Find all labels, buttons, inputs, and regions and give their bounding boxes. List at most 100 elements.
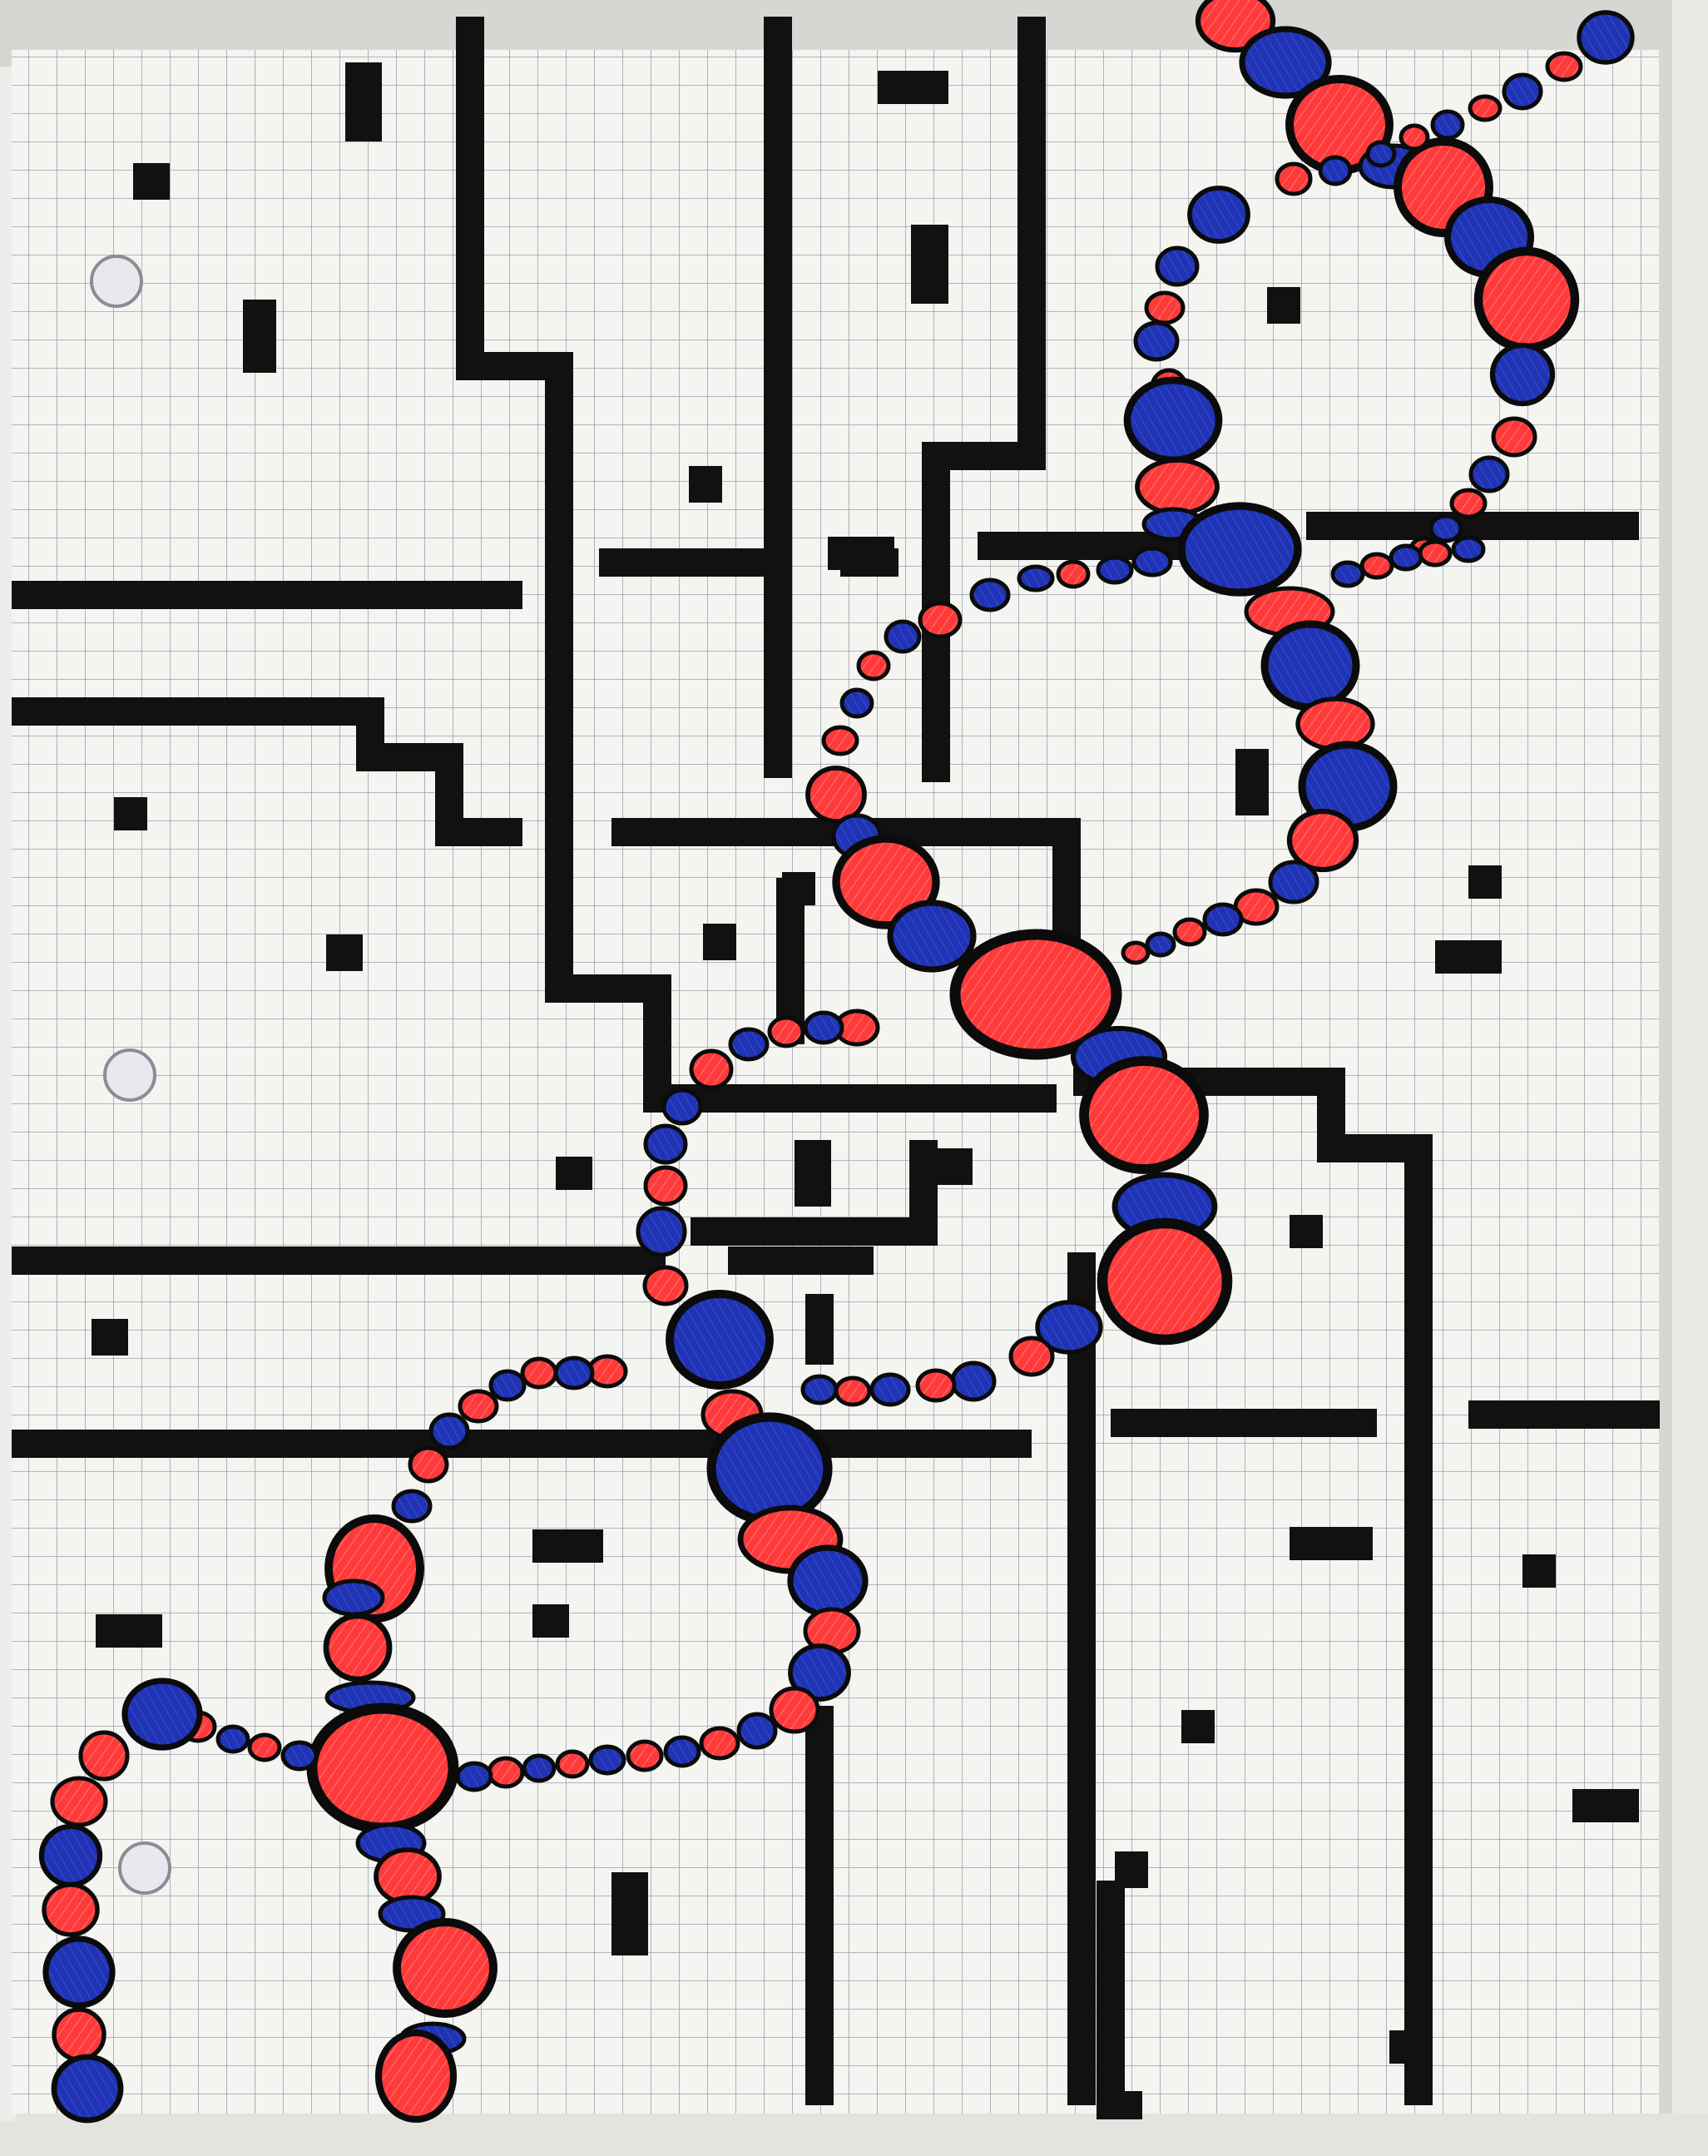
ink-square [556,1157,592,1190]
red-bead [247,1732,282,1762]
red-bead [805,766,867,824]
blue-bead [1428,513,1463,543]
blue-bead [800,1374,839,1405]
red-bead [1275,161,1313,196]
red-bead [1144,290,1186,325]
blue-bead [663,1735,701,1768]
red-bead [949,929,1122,1060]
red-bead [1286,808,1359,873]
red-bead [323,1613,393,1683]
red-bead [520,1356,558,1390]
blue-bead [666,1290,774,1390]
ink-square [1267,287,1300,324]
red-bead [699,1726,740,1761]
red-bead [834,1375,872,1407]
blue-bead [969,577,1011,612]
ink-square [96,1614,162,1648]
ink-square [1290,1215,1323,1248]
ink-staircase-line [456,17,1057,1113]
ink-square [1181,1710,1215,1743]
ink-vertical-line [1097,1881,1142,2119]
red-bead [374,2029,458,2124]
blue-bead [661,1088,703,1126]
red-bead [78,1730,130,1782]
blue-bead [1489,342,1556,407]
blue-bead [736,1712,778,1750]
blue-bead [522,1753,557,1783]
blue-bead [280,1740,319,1772]
bead-chain [38,0,1635,2124]
red-bead [1545,51,1583,82]
ink-square [1115,1851,1148,1888]
ink-square [532,1529,603,1563]
blue-bead [1365,140,1397,168]
red-bead [1418,539,1453,567]
blue-bead [643,1123,688,1165]
punched-hole [103,1048,156,1102]
ink-square [345,62,382,141]
red-bead [1097,1217,1233,1346]
ink-square [878,71,948,104]
red-bead [918,601,963,639]
blue-bead [1202,902,1244,937]
black-maze-pattern [12,17,1660,2119]
red-bead [626,1739,664,1772]
ink-square [114,797,147,830]
blue-bead [391,1489,433,1524]
blue-bead [1260,620,1360,711]
red-bead [1172,917,1207,947]
blue-bead [38,1823,103,1888]
red-bead [1468,94,1503,122]
red-bead [1121,940,1151,965]
blue-bead [588,1744,626,1776]
ink-square [1522,1554,1556,1588]
blue-bead [1145,931,1176,958]
red-bead [856,650,891,681]
ink-square [1572,1789,1639,1822]
red-bead [1359,552,1394,580]
red-bead [1135,458,1220,516]
blue-bead [1096,555,1134,585]
blue-bead [1035,1300,1103,1355]
bottom-sheet-edge [0,2114,1708,2156]
blue-bead [1389,543,1423,572]
blue-bead [1318,155,1353,186]
blue-bead [51,2054,124,2124]
punched-holes [90,255,171,1895]
red-bead [643,1165,688,1207]
red-bead [408,1445,449,1484]
ink-square [1468,865,1502,899]
blue-bead [42,1935,116,2009]
red-bead [42,1882,100,1937]
ink-square [782,872,815,905]
ink-square [911,225,948,304]
punched-hole [90,255,143,308]
red-bead [52,2007,106,2062]
red-bead [587,1354,628,1389]
red-bead [1473,246,1580,353]
blue-bead [488,1369,527,1402]
graph-paper [12,50,1659,2114]
red-bead [769,1686,820,1734]
ink-square [1389,2030,1423,2064]
red-bead [306,1702,459,1834]
ink-staircase-line [12,697,522,846]
red-bead [1449,488,1488,519]
red-bead [915,1368,957,1403]
punched-hole [118,1841,171,1895]
blue-bead [636,1206,687,1257]
blue-bead [869,1372,911,1407]
blue-bead [1577,10,1635,65]
red-bead [1079,1056,1209,1174]
red-bead [1399,123,1430,151]
ink-square [326,934,363,971]
blue-bead [884,619,922,654]
red-bead [374,1847,442,1906]
blue-bead [1330,560,1365,588]
red-bead [50,1776,108,1827]
ink-square [936,1148,973,1185]
ink-square [828,537,894,570]
blue-bead [1268,860,1319,905]
